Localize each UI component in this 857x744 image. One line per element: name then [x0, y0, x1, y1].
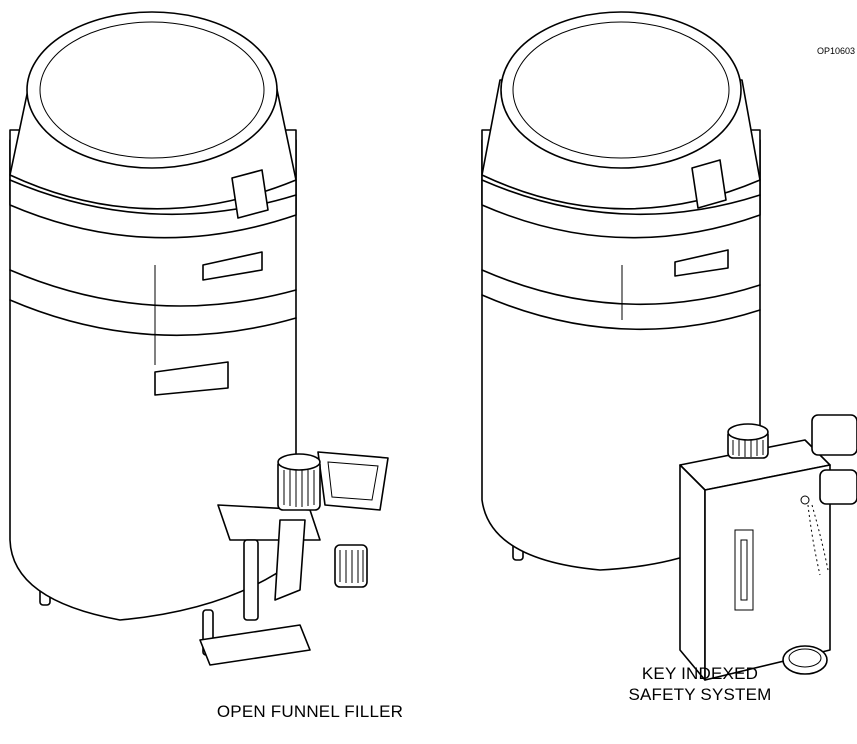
caption-line-1: KEY INDEXED [641, 664, 759, 683]
vaporizer-open-funnel-filler-icon [9, 11, 389, 666]
vaporizer-key-indexed-filler-icon [481, 11, 857, 681]
figure-reference-code: OP10603 [817, 46, 856, 56]
caption-open-funnel-filler: OPEN FUNNEL FILLER [216, 702, 404, 721]
caption-key-indexed-safety-system: KEY INDEXED SAFETY SYSTEM [560, 663, 840, 705]
caption-line-2: SAFETY SYSTEM [628, 685, 772, 704]
